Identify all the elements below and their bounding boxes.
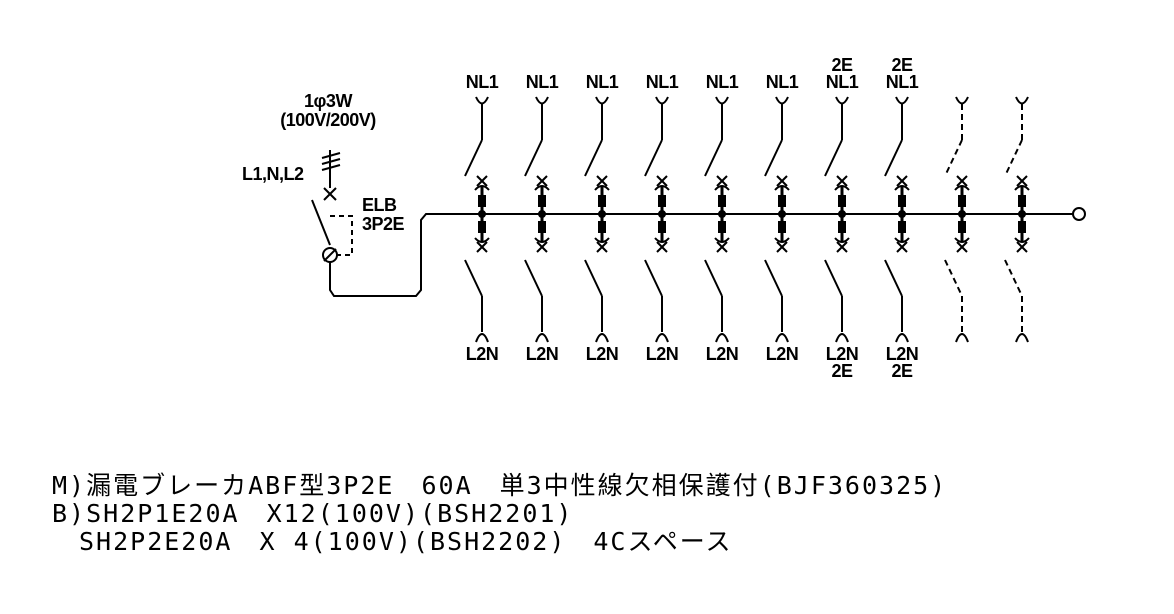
branch-8 — [884, 96, 910, 343]
branch-4-top-label: NL1 — [646, 72, 679, 92]
branch-5 — [704, 96, 730, 343]
main-breaker-poles-label: 3P2E — [362, 214, 405, 234]
branch-6 — [764, 96, 790, 343]
branch-3-top-label: NL1 — [586, 72, 619, 92]
branch-8-top-label: NL1 — [886, 72, 919, 92]
branch-6-top-label: NL1 — [766, 72, 799, 92]
supply-phase-label: 1φ3W — [304, 91, 352, 111]
branch-2-top-label: NL1 — [526, 72, 559, 92]
branch-1-top-label: NL1 — [466, 72, 499, 92]
branch-7-bottom-label: L2N — [826, 344, 859, 364]
branch-6-bottom-label: L2N — [766, 344, 799, 364]
description-line-3: SH2P2E20A X 4(100V)(BSH2202) 4Cスペース — [52, 527, 733, 556]
branch-2-bottom-label: L2N — [526, 344, 559, 364]
branch-1 — [464, 96, 490, 343]
branch-4-bottom-label: L2N — [646, 344, 679, 364]
branch-7-top-label: 2E — [831, 55, 853, 75]
branch-3 — [584, 96, 610, 343]
branch-4 — [644, 96, 670, 343]
branch-10 — [1004, 96, 1030, 343]
bus-bar — [426, 207, 1086, 221]
main-breaker-symbol — [311, 199, 440, 297]
description-line-1: M)漏電ブレーカABF型3P2E 60A 単3中性線欠相保護付(BJF36032… — [52, 471, 948, 500]
supply-lines-label: L1,N,L2 — [242, 164, 304, 184]
branch-9 — [944, 96, 970, 343]
branch-3-bottom-label: L2N — [586, 344, 619, 364]
branch-2 — [524, 96, 550, 343]
branch-8-bottom-label: L2N — [886, 344, 919, 364]
branch-8-top-label: 2E — [891, 55, 913, 75]
branch-7 — [824, 96, 850, 343]
branch-8-bottom-label: 2E — [891, 361, 913, 381]
branch-5-top-label: NL1 — [706, 72, 739, 92]
branch-1-bottom-label: L2N — [466, 344, 499, 364]
supply-feed — [321, 150, 341, 201]
supply-voltage-label: (100V/200V) — [280, 110, 376, 130]
branch-7-top-label: NL1 — [826, 72, 859, 92]
branch-7-bottom-label: 2E — [831, 361, 853, 381]
main-breaker-type-label: ELB — [362, 195, 397, 215]
branch-5-bottom-label: L2N — [706, 344, 739, 364]
branch-circuits: NL1L2NNL1L2NNL1L2NNL1L2NNL1L2NNL1L2N2ENL… — [464, 55, 1030, 381]
description-line-2: B)SH2P1E20A X12(100V)(BSH2201) — [52, 499, 574, 528]
